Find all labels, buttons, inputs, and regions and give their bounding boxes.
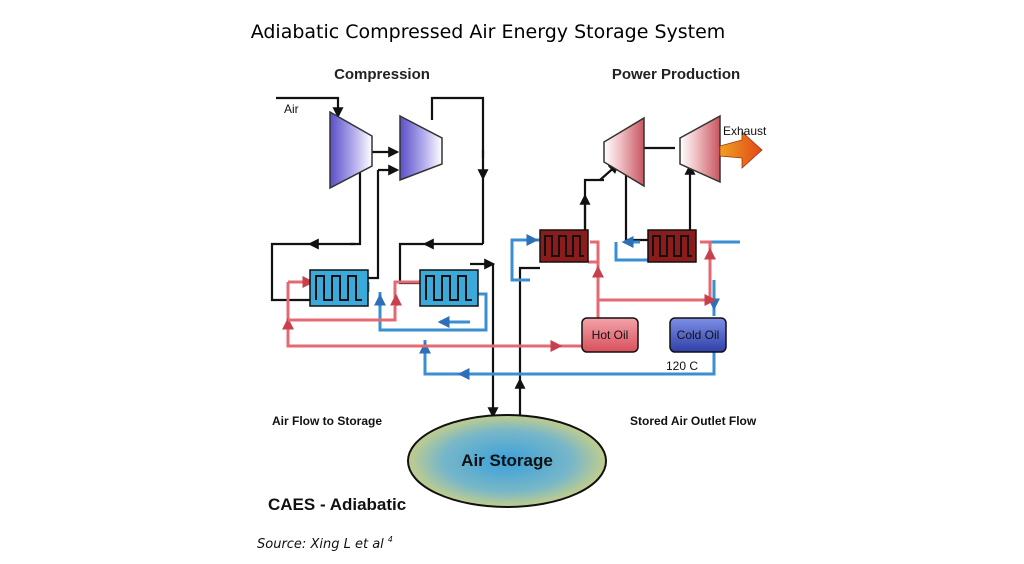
heat-exchanger-1 bbox=[309, 269, 369, 307]
compressor-1 bbox=[329, 110, 373, 190]
caes-label: CAES - Adiabatic bbox=[268, 495, 406, 514]
hot-oil-label: Hot Oil bbox=[592, 328, 629, 342]
turbine-2 bbox=[679, 114, 721, 184]
turbine-1 bbox=[603, 116, 645, 188]
source-text: Source: Xing L et al bbox=[257, 537, 384, 552]
heat-exchanger-3 bbox=[539, 229, 589, 263]
air-flow-lines bbox=[270, 96, 696, 419]
source-citation: Source: Xing L et al 4 bbox=[257, 535, 393, 552]
air-storage-label: Air Storage bbox=[461, 451, 553, 470]
exhaust-label: Exhaust bbox=[723, 124, 767, 138]
compressor-2 bbox=[399, 114, 443, 182]
air-flow-to-storage-label: Air Flow to Storage bbox=[272, 414, 382, 428]
source-ref: 4 bbox=[388, 535, 393, 544]
section-compression: Compression bbox=[334, 66, 430, 83]
temperature-label: 120 C bbox=[666, 359, 698, 373]
air-storage-tank bbox=[407, 414, 607, 508]
cold-oil-tank bbox=[669, 317, 727, 353]
heat-exchanger-4 bbox=[647, 229, 697, 263]
stored-air-outlet-label: Stored Air Outlet Flow bbox=[630, 414, 757, 428]
section-power-production: Power Production bbox=[612, 66, 740, 83]
air-label: Air bbox=[284, 102, 299, 116]
cold-oil-label: Cold Oil bbox=[677, 328, 720, 342]
hot-oil-lines bbox=[282, 240, 717, 352]
page-title: Adiabatic Compressed Air Energy Storage … bbox=[251, 21, 726, 43]
hot-oil-tank bbox=[581, 317, 639, 353]
heat-exchanger-2 bbox=[419, 269, 479, 307]
exhaust-arrow bbox=[719, 131, 763, 169]
